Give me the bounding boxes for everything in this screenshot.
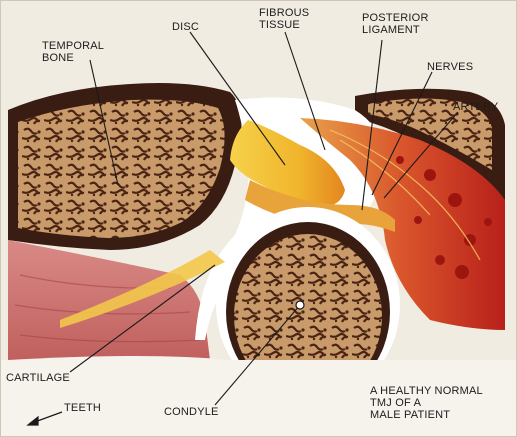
leader-artery xyxy=(383,111,459,199)
leader-cartilage xyxy=(69,264,216,373)
leader-nerves xyxy=(371,71,433,196)
label-cartilage: CARTILAGE xyxy=(6,372,70,384)
label-condyle: CONDYLE xyxy=(164,406,219,418)
label-posterior-ligament: POSTERIOR LIGAMENT xyxy=(362,12,429,36)
caption-line3: MALE PATIENT xyxy=(370,409,451,421)
label-disc: DISC xyxy=(172,21,200,33)
label-temporal-bone: TEMPORAL BONE xyxy=(42,40,104,64)
label-teeth: TEETH xyxy=(64,402,102,414)
articular-disc xyxy=(230,120,345,206)
retrodiscal-tissue xyxy=(300,118,505,330)
label-posterior-ligament-line2: LIGAMENT xyxy=(362,24,420,36)
caption-line1: A HEALTHY NORMAL xyxy=(370,385,483,397)
label-fibrous-tissue-line1: FIBROUS xyxy=(259,7,310,19)
leader-disc xyxy=(189,31,286,166)
leader-posterior-ligament xyxy=(361,39,383,211)
label-nerves: NERVES xyxy=(427,61,474,73)
leader-condyle xyxy=(214,304,301,406)
cartilage-band xyxy=(60,250,225,328)
fibrous-band xyxy=(245,180,395,232)
caption-line2: TMJ OF A xyxy=(370,397,422,409)
teeth-arrow xyxy=(26,411,63,426)
label-temporal-bone-line2: BONE xyxy=(42,52,74,64)
condyle-marker xyxy=(295,300,305,310)
label-fibrous-tissue: FIBROUS TISSUE xyxy=(259,7,309,31)
label-temporal-bone-line1: TEMPORAL xyxy=(42,40,105,52)
caption: A HEALTHY NORMAL TMJ OF A MALE PATIENT xyxy=(370,385,483,421)
leader-temporal-bone xyxy=(89,59,119,186)
label-artery: ARTERY xyxy=(453,101,499,113)
leader-fibrous-tissue xyxy=(284,31,326,151)
label-fibrous-tissue-line2: TISSUE xyxy=(259,19,300,31)
label-posterior-ligament-line1: POSTERIOR xyxy=(362,12,429,24)
